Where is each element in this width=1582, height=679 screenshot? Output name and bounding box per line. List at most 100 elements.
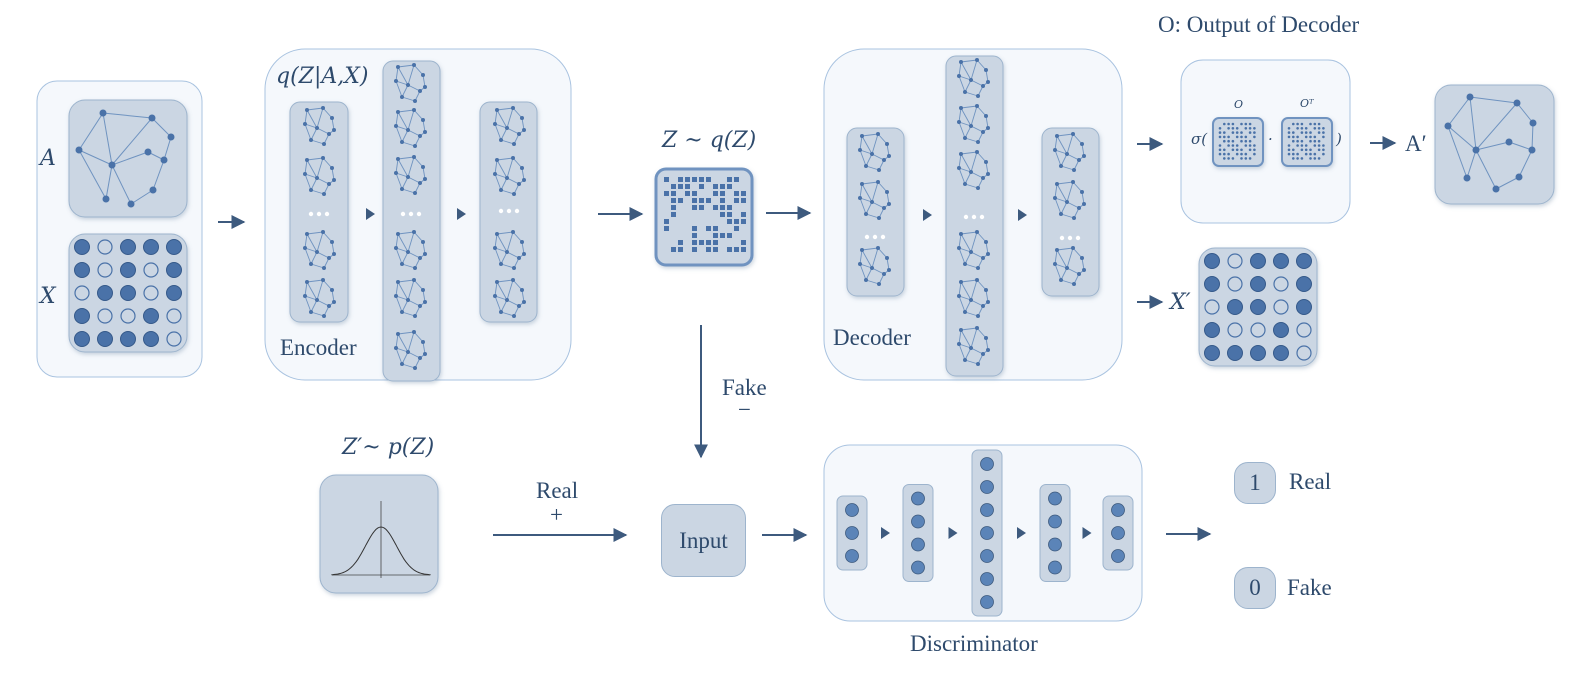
matrix-cell-filled	[1273, 322, 1289, 338]
latent-cell	[699, 240, 704, 245]
encoder-layer-3-graphs	[493, 106, 526, 318]
matrix-cell-empty	[1273, 276, 1289, 292]
layer-graph-glyph	[303, 230, 336, 270]
o-matrix-dot	[1235, 152, 1239, 156]
discriminator-neuron	[911, 514, 925, 529]
aprime-graph	[1447, 96, 1534, 190]
label-x-prime: X′	[1170, 290, 1191, 315]
matrix-cell-empty	[1273, 299, 1289, 315]
latent-cell	[685, 184, 690, 189]
o-matrix-dot	[1317, 131, 1321, 134]
decoder-layer-3	[1041, 127, 1100, 297]
o-matrix-dot	[1322, 135, 1325, 139]
o-matrix-dot	[1304, 148, 1308, 152]
latent-cell	[727, 247, 732, 252]
layer-graph-glyph	[493, 156, 526, 196]
o-matrix-dot	[1248, 144, 1252, 147]
matrix-cell-empty	[120, 308, 136, 324]
o-matrix-dot	[1317, 144, 1321, 147]
matrix-cell-empty	[97, 308, 113, 324]
o-matrix-dot	[1231, 127, 1235, 130]
latent-cell	[706, 198, 711, 203]
label-out-real: Real	[1289, 469, 1332, 494]
o-matrix-dot	[1244, 135, 1248, 139]
latent-cell	[741, 212, 746, 217]
o-matrix-dot	[1296, 127, 1299, 130]
discriminator-neuron	[1048, 514, 1062, 529]
matrix-cell-filled	[97, 285, 113, 301]
o-matrix-dot	[1240, 131, 1243, 134]
matrix-cell-empty	[143, 285, 159, 301]
matrix-cell-filled	[1296, 253, 1312, 269]
o-matrix-dot	[1253, 127, 1256, 130]
latent-cell	[734, 219, 739, 224]
decoder-tri-1	[923, 209, 932, 221]
latent-cell	[678, 184, 683, 189]
matrix-cell-filled	[1204, 276, 1220, 292]
label-plus: +	[550, 502, 563, 527]
decoder-tri-2	[1018, 209, 1027, 221]
o-matrix-dot	[1248, 148, 1252, 152]
o-matrix-dot	[1231, 139, 1235, 143]
latent-cell	[699, 177, 704, 182]
matrix-cell-filled	[1204, 322, 1220, 338]
o-matrix-dot	[1309, 139, 1312, 143]
matrix-cell-empty	[74, 285, 90, 301]
decoder-layer-1-graphs	[858, 132, 891, 286]
discriminator-neuron	[1111, 549, 1125, 563]
o-matrix-dot	[1227, 157, 1230, 160]
layer-graph-glyph	[858, 246, 891, 286]
matrix-cell-filled	[1227, 299, 1243, 315]
decoder-layer-1	[846, 127, 905, 297]
matrix-cell-filled	[143, 308, 159, 324]
label-z-q: Z ~ q(Z)	[662, 128, 757, 153]
o-matrix-dot	[1223, 152, 1226, 156]
matrix-cell-empty	[1227, 322, 1243, 338]
label-real-edge: Real	[536, 478, 579, 503]
o-matrix-dot	[1313, 122, 1317, 126]
matrix-cell-empty	[166, 308, 182, 324]
matrix-cell-filled	[1204, 345, 1220, 361]
o-matrix-dot	[1223, 135, 1226, 139]
o-matrix-dot	[1244, 139, 1248, 143]
latent-cell	[713, 205, 718, 210]
o-matrix-dot	[1218, 135, 1222, 139]
latent-cell	[727, 219, 732, 224]
latent-cell	[671, 191, 676, 196]
o-matrix-dot	[1296, 122, 1299, 126]
latent-cell	[692, 233, 697, 238]
o-matrix-dot	[1292, 139, 1295, 143]
adjacency-box	[68, 99, 188, 218]
o-matrix-dot	[1248, 139, 1252, 143]
o-matrix-dot	[1296, 157, 1299, 160]
discriminator-neuron	[911, 537, 925, 552]
discriminator-neuron	[980, 549, 994, 563]
o-matrix-dot	[1287, 148, 1291, 152]
label-minus: −	[738, 397, 751, 422]
layer-graph-glyph	[957, 150, 990, 190]
latent-cell	[678, 240, 683, 245]
discriminator-neuron	[1048, 491, 1062, 506]
layer-graph-glyph	[303, 156, 336, 196]
label-discriminator: Discriminator	[910, 631, 1038, 656]
discriminator-neuron	[845, 526, 859, 540]
o-matrix-dot	[1322, 144, 1325, 147]
o-matrix-dot	[1287, 127, 1291, 130]
matrix-cell-empty	[1296, 345, 1312, 361]
o-matrix-dot	[1309, 152, 1312, 156]
o-matrix-dot	[1304, 152, 1308, 156]
latent-cell	[734, 177, 739, 182]
latent-cell	[671, 184, 676, 189]
encoder-layer-2	[382, 60, 441, 382]
o-matrix-dot	[1218, 144, 1222, 147]
layer-graph-glyph	[493, 278, 526, 318]
feature-matrix-x-prime	[1204, 253, 1312, 361]
layer-graph-glyph	[1053, 180, 1086, 220]
matrix-cell-empty	[143, 262, 159, 278]
matrix-cell-filled	[120, 239, 136, 255]
aprime-nodes	[1444, 93, 1537, 193]
matrix-cell-empty	[97, 239, 113, 255]
label-sigma: σ(	[1191, 130, 1208, 148]
o-matrix-dot	[1235, 144, 1239, 147]
